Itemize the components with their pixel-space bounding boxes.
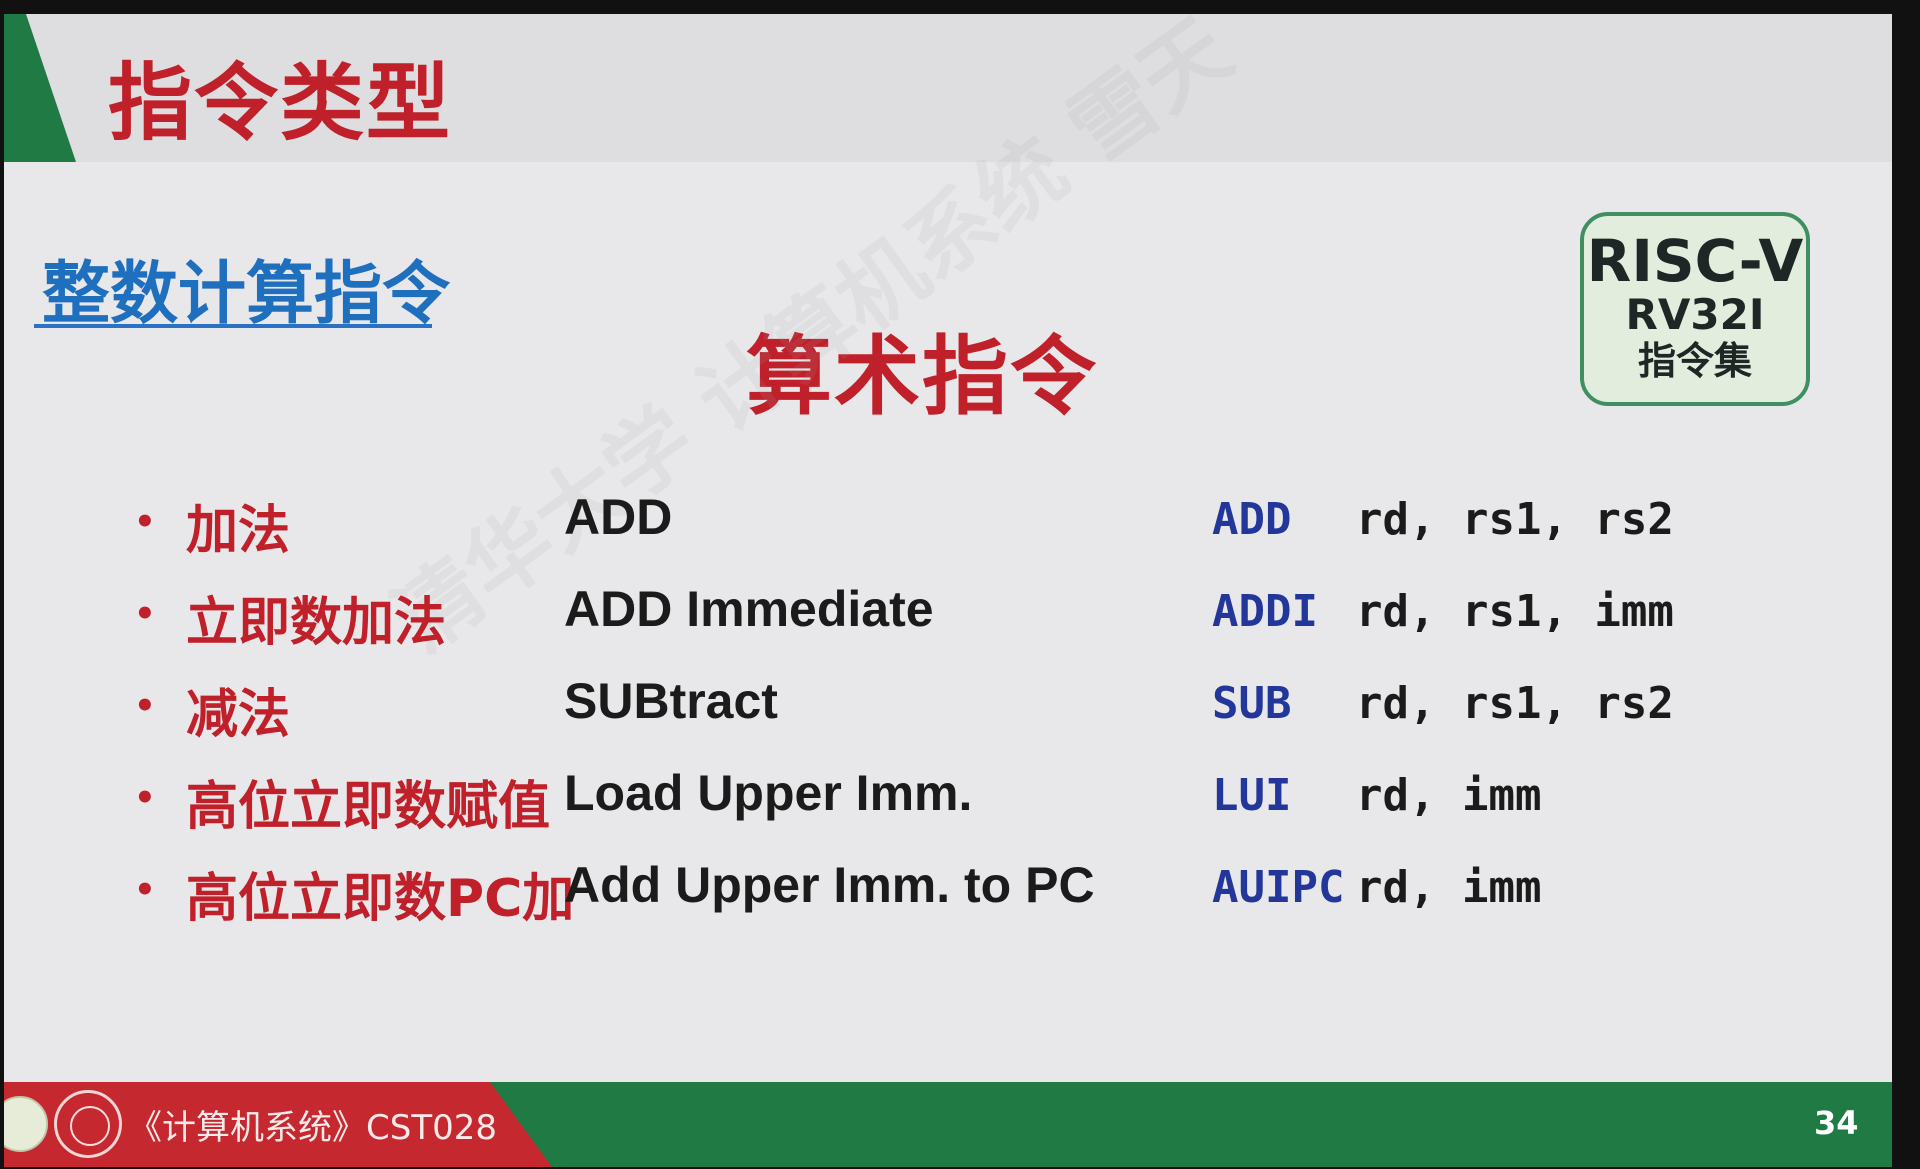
instruction-opcode: ADD — [1212, 494, 1292, 545]
instruction-operands: rd, imm — [1356, 862, 1542, 913]
instruction-opcode: SUB — [1212, 678, 1292, 729]
bullet-icon: • — [134, 778, 156, 818]
instruction-operands: rd, imm — [1356, 770, 1542, 821]
emblem-icon — [54, 1090, 122, 1158]
slide: 指令类型 整数计算指令 算术指令 RISC-V RV32I 指令集 清华大学 计… — [4, 14, 1892, 1167]
instruction-name-en: Add Upper Imm. to PC — [564, 857, 1095, 913]
instruction-opcode: LUI — [1212, 770, 1292, 821]
bullet-icon: • — [134, 502, 156, 542]
instruction-operands: rd, rs1, rs2 — [1356, 494, 1674, 545]
badge-line-label: 指令集 — [1637, 339, 1752, 383]
badge-line-isa: RISC-V — [1586, 227, 1804, 295]
university-logo-icon — [4, 1096, 48, 1152]
footer-red-band — [4, 1082, 552, 1167]
footer-bar: 《计算机系统》CST028 34 — [4, 1082, 1892, 1167]
instruction-name-cn: 高位立即数PC加 — [186, 869, 575, 929]
instruction-name-en: Load Upper Imm. — [564, 765, 973, 821]
instruction-name-cn: 加法 — [186, 501, 291, 561]
isa-badge: RISC-V RV32I 指令集 — [1580, 212, 1810, 406]
instruction-row: • 高位立即数赋值 Load Upper Imm. LUI rd, imm — [4, 760, 1892, 840]
bullet-icon: • — [134, 594, 156, 634]
instruction-name-en: ADD — [564, 489, 673, 545]
section-heading: 整数计算指令 — [42, 255, 451, 334]
instruction-row: • 减法 SUBtract SUB rd, rs1, rs2 — [4, 668, 1892, 748]
bullet-icon: • — [134, 870, 156, 910]
course-label: 《计算机系统》CST028 — [128, 1108, 497, 1148]
center-heading: 算术指令 — [746, 327, 1098, 427]
instruction-opcode: ADDI — [1212, 586, 1318, 637]
section-underline — [34, 324, 432, 328]
title-accent-wedge — [4, 14, 76, 162]
instruction-row: • 加法 ADD ADD rd, rs1, rs2 — [4, 484, 1892, 564]
instruction-name-cn: 减法 — [186, 685, 291, 745]
slide-title: 指令类型 — [108, 54, 453, 152]
instruction-name-en: SUBtract — [564, 673, 778, 729]
badge-line-subset: RV32I — [1625, 290, 1765, 339]
page-number: 34 — [1814, 1104, 1859, 1142]
instruction-name-cn: 高位立即数赋值 — [186, 777, 551, 837]
instruction-row: • 高位立即数PC加 Add Upper Imm. to PC AUIPC rd… — [4, 852, 1892, 932]
instruction-name-en: ADD Immediate — [564, 581, 934, 637]
instruction-name-cn: 立即数加法 — [186, 593, 447, 653]
bullet-icon: • — [134, 686, 156, 726]
title-band: 指令类型 — [4, 14, 1892, 162]
instruction-opcode: AUIPC — [1212, 862, 1345, 913]
instruction-operands: rd, rs1, imm — [1356, 586, 1674, 637]
instruction-operands: rd, rs1, rs2 — [1356, 678, 1674, 729]
instruction-row: • 立即数加法 ADD Immediate ADDI rd, rs1, imm — [4, 576, 1892, 656]
